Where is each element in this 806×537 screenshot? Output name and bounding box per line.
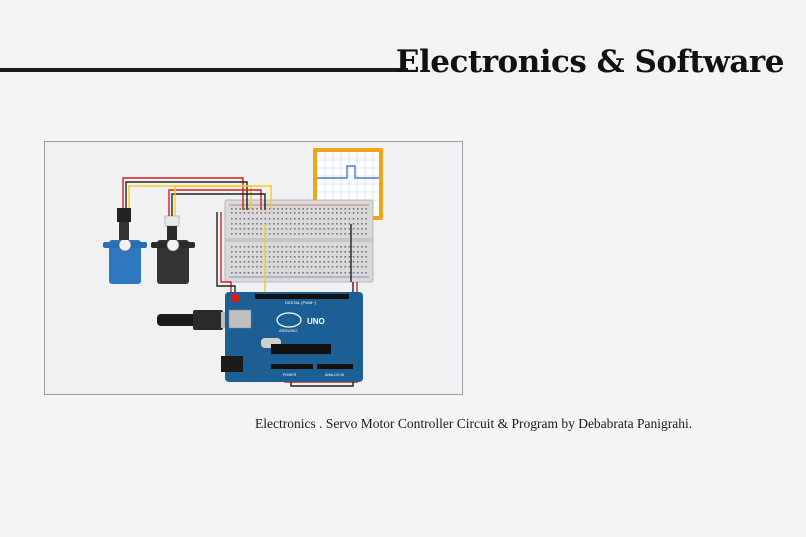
breadboard-holes [231, 208, 367, 274]
arduino-uno: DIGITAL (PWM~) UNO ARDUINO POWER ANALOG … [221, 292, 363, 382]
image-caption: Electronics . Servo Motor Controller Cir… [255, 416, 693, 431]
svg-text:ARDUINO: ARDUINO [279, 328, 297, 333]
svg-text:ANALOG IN: ANALOG IN [325, 373, 345, 377]
circuit-image: DIGITAL (PWM~) UNO ARDUINO POWER ANALOG … [44, 141, 463, 395]
svg-text:DIGITAL (PWM~): DIGITAL (PWM~) [285, 300, 317, 305]
usb-cable [157, 310, 235, 330]
header-rule [0, 68, 408, 72]
svg-text:UNO: UNO [307, 317, 325, 326]
servo-black [151, 215, 195, 284]
servo-blue [103, 208, 147, 284]
page-title: Electronics & Software [395, 44, 785, 80]
svg-text:POWER: POWER [283, 373, 297, 377]
